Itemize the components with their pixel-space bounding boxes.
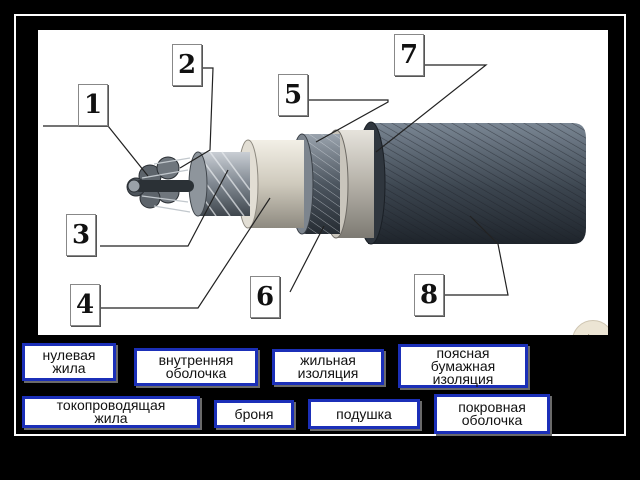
callout-4: 4 bbox=[70, 284, 100, 326]
callout-3: 3 bbox=[66, 214, 96, 256]
answer-card-outer-sheath[interactable]: покровная оболочка bbox=[434, 394, 550, 434]
callout-6: 6 bbox=[250, 276, 280, 318]
answer-card-belt-insulation[interactable]: поясная бумажная изоляция bbox=[398, 344, 528, 388]
answer-card-inner-sheath[interactable]: внутренняя оболочка bbox=[134, 348, 258, 386]
callout-8: 8 bbox=[414, 274, 444, 316]
callout-1: 1 bbox=[78, 84, 108, 126]
play-triangle-icon bbox=[588, 334, 590, 335]
diagram-panel: 1 2 3 4 5 6 7 8 bbox=[38, 30, 608, 335]
answer-card-conductor[interactable]: токопроводящая жила bbox=[22, 396, 200, 428]
cable-diagram bbox=[43, 64, 586, 309]
callout-7: 7 bbox=[394, 34, 424, 76]
answer-card-armor[interactable]: броня bbox=[214, 400, 294, 428]
answer-card-core-insulation[interactable]: жильная изоляция bbox=[272, 349, 384, 385]
conductor-bundle bbox=[126, 156, 194, 213]
callout-5: 5 bbox=[278, 74, 308, 116]
callout-2: 2 bbox=[172, 44, 202, 86]
answer-card-neutral-core[interactable]: нулевая жила bbox=[22, 343, 116, 381]
answer-card-cushion[interactable]: подушка bbox=[308, 399, 420, 429]
